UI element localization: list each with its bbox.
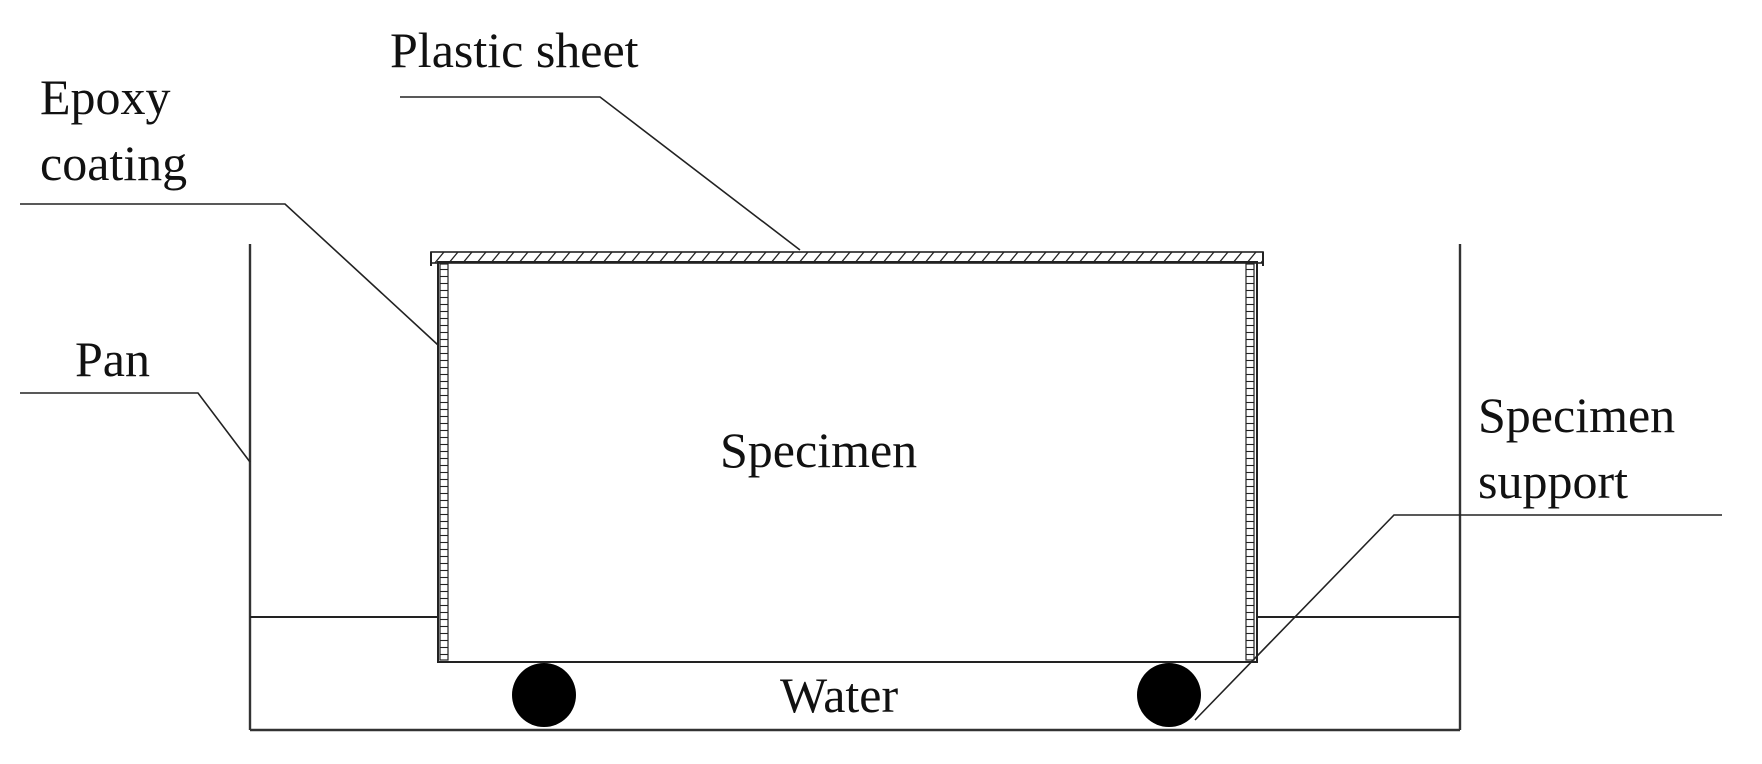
epoxy-coating-left [439, 263, 449, 661]
plastic-sheet-label: Plastic sheet [390, 22, 639, 78]
specimen-support-left [512, 663, 576, 727]
epoxy-coating-label-line2: coating [40, 135, 187, 191]
specimen-support-label-line2: support [1478, 453, 1628, 509]
specimen-body [437, 261, 1258, 663]
epoxy-coating-right [1245, 263, 1255, 661]
pan [248, 244, 1462, 732]
specimen-label: Specimen [720, 422, 917, 478]
plastic-sheet [430, 251, 1264, 264]
leader-lines [20, 96, 1722, 721]
specimen-support-label-line1: Specimen [1478, 387, 1675, 443]
specimen-support-right [1137, 663, 1201, 727]
water-label: Water [780, 667, 898, 723]
epoxy-coating-label-line1: Epoxy [40, 69, 171, 125]
pan-label: Pan [75, 331, 150, 387]
